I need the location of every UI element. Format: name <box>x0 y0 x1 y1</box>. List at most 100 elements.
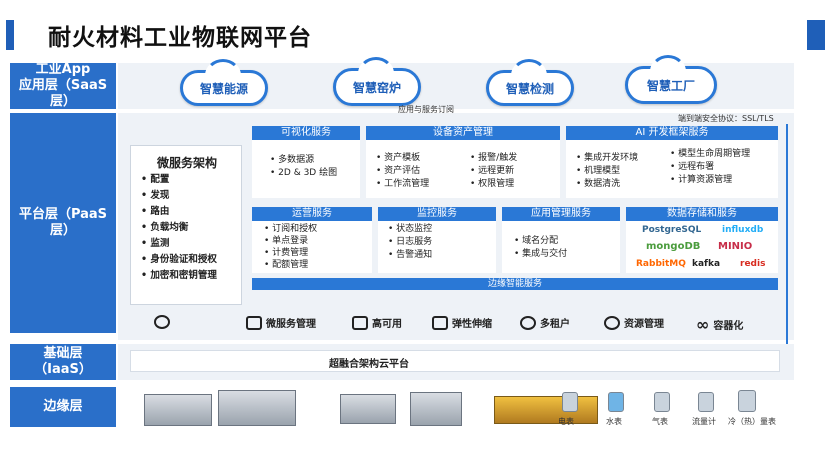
monitor-service-item: 状态监控 <box>388 223 496 236</box>
microservice-title: 微服务架构 <box>157 156 218 170</box>
expand-icon <box>432 315 448 330</box>
press-machine-image <box>144 394 212 426</box>
feature-high-availability: 高可用 <box>352 315 402 330</box>
device-asset-panel: 设备资产管理 资产模板 资产评估 工作流管理 报警/触发 远程更新 权限管理 <box>366 126 560 198</box>
page-title: 耐火材料工业物联网平台 <box>48 25 312 51</box>
title-accent-bar <box>6 20 14 50</box>
app-service-note: 应用与服务订阅 <box>398 105 454 114</box>
saas-label-line2: 应用层（SaaS层） <box>18 78 108 109</box>
infinity-icon: ∞ <box>696 315 710 334</box>
edge-layer-label: 边缘层 <box>10 387 116 427</box>
monitor-service-header: 监控服务 <box>378 207 496 221</box>
ops-service-header: 运营服务 <box>252 207 372 221</box>
edge-device-label: 冷（热）量表 <box>728 417 776 426</box>
feature-row: 微服务管理 高可用 弹性伸缩 多租户 资源管理 ∞容器化 <box>130 306 790 336</box>
monitor-service-panel: 监控服务 状态监控 日志服务 告警通知 <box>378 207 496 273</box>
microservice-item: 监测 <box>141 236 217 252</box>
iaas-label-line1: 基础层 <box>43 346 83 361</box>
globe-icon <box>154 315 170 329</box>
monitor-service-item: 告警通知 <box>388 249 496 262</box>
app-label: 智慧窑炉 <box>350 78 403 96</box>
edge-device-label: 气表 <box>652 417 668 426</box>
flow-meter-icon <box>698 392 714 412</box>
edge-device-label: 水表 <box>606 417 622 426</box>
security-line <box>786 124 788 379</box>
ai-framework-item: 集成开发环境 <box>576 152 638 165</box>
ai-framework-item: 模型生命周期管理 <box>670 148 750 161</box>
data-storage-header: 数据存储和服务 <box>626 207 778 221</box>
ai-framework-panel: AI 开发框架服务 集成开发环境 机理模型 数据清洗 模型生命周期管理 远程布署… <box>566 126 778 198</box>
microservice-item: 身份验证和授权 <box>141 252 217 268</box>
gas-meter-icon <box>654 392 670 412</box>
rabbitmq-logo: RabbitMQ <box>636 259 686 269</box>
forming-machine-image <box>410 392 462 426</box>
device-asset-item: 资产模板 <box>376 152 429 165</box>
paas-layer-label: 平台层（PaaS层） <box>10 113 116 333</box>
feature-resource-mgmt: 资源管理 <box>604 315 664 330</box>
device-asset-item: 工作流管理 <box>376 178 429 191</box>
saas-layer-label: 工业App 应用层（SaaS层） <box>10 62 116 109</box>
feature-label: 高可用 <box>372 319 402 330</box>
microservice-panel: 微服务架构 配置 发现 路由 负载均衡 监测 身份验证和授权 加密和密钥管理 <box>130 145 242 305</box>
app-cloud-kiln[interactable]: 智慧窑炉 <box>333 57 421 106</box>
microservice-item: 配置 <box>141 172 217 188</box>
cluster-icon <box>352 315 368 330</box>
mixer-machine-image <box>340 394 396 424</box>
feature-microservice-mgmt: 微服务管理 <box>246 315 316 330</box>
page-corner-mark <box>807 20 825 50</box>
device-asset-item: 报警/触发 <box>470 152 517 165</box>
feature-globe <box>154 315 170 329</box>
cloud-users-icon <box>520 315 536 330</box>
microservice-item: 路由 <box>141 204 217 220</box>
ops-service-item: 订阅和授权 <box>264 223 372 235</box>
security-note: 端到端安全协议：SSL/TLS <box>678 114 774 123</box>
app-label: 智慧能源 <box>197 79 250 97</box>
microservice-item: 加密和密钥管理 <box>141 268 217 284</box>
ops-service-item: 单点登录 <box>264 235 372 247</box>
visual-service-header: 可视化服务 <box>252 126 360 140</box>
kiln-line-image <box>494 396 598 424</box>
gears-icon <box>604 315 620 330</box>
visual-service-item: 2D & 3D 绘图 <box>270 167 360 180</box>
feature-label: 多租户 <box>540 319 570 330</box>
water-meter-icon <box>608 392 624 412</box>
edge-device-label: 电表 <box>558 417 574 426</box>
visual-service-panel: 可视化服务 多数据源 2D & 3D 绘图 <box>252 126 360 198</box>
heat-meter-icon <box>738 390 756 412</box>
device-asset-item: 远程更新 <box>470 165 517 178</box>
ops-service-item: 计费管理 <box>264 247 372 259</box>
edge-equipment-area: 电表 水表 气表 流量计 冷（热）量表 <box>118 384 794 430</box>
app-mgmt-item: 域名分配 <box>514 235 620 248</box>
app-cloud-inspection[interactable]: 智慧检测 <box>486 59 574 106</box>
device-asset-item: 权限管理 <box>470 178 517 191</box>
mongodb-logo: mongoDB <box>646 241 701 252</box>
feature-label: 微服务管理 <box>266 319 316 330</box>
ai-framework-item: 计算资源管理 <box>670 174 750 187</box>
microservice-item: 负载均衡 <box>141 220 217 236</box>
feature-label: 容器化 <box>713 321 744 332</box>
influxdb-logo: influxdb <box>722 225 764 235</box>
iaas-layer-label: 基础层 （IaaS） <box>10 344 116 380</box>
app-mgmt-header: 应用管理服务 <box>502 207 620 221</box>
minio-logo: MINIO <box>718 241 753 252</box>
iaas-platform-panel: 超融合架构云平台 <box>130 350 780 372</box>
feature-elastic-scaling: 弹性伸缩 <box>432 315 492 330</box>
edge-intelligence-bar: 边缘智能服务 <box>252 278 778 290</box>
app-cloud-energy[interactable]: 智慧能源 <box>180 59 268 106</box>
edge-device-label: 流量计 <box>692 417 716 426</box>
ai-framework-item: 远程布署 <box>670 161 750 174</box>
monitor-service-item: 日志服务 <box>388 236 496 249</box>
redis-logo: redis <box>740 259 766 269</box>
ops-service-item: 配额管理 <box>264 259 372 271</box>
app-label: 智慧工厂 <box>644 76 697 94</box>
app-mgmt-item: 集成与交付 <box>514 248 620 261</box>
app-cloud-factory[interactable]: 智慧工厂 <box>625 55 717 104</box>
feature-multi-tenant: 多租户 <box>520 315 570 330</box>
postgresql-logo: PostgreSQL <box>642 225 702 235</box>
iaas-platform-label: 超融合架构云平台 <box>329 359 409 370</box>
ops-service-panel: 运营服务 订阅和授权 单点登录 计费管理 配额管理 <box>252 207 372 273</box>
feature-label: 资源管理 <box>624 319 664 330</box>
saas-label-line1: 工业App <box>35 62 91 77</box>
device-asset-item: 资产评估 <box>376 165 429 178</box>
microservice-item: 发现 <box>141 188 217 204</box>
